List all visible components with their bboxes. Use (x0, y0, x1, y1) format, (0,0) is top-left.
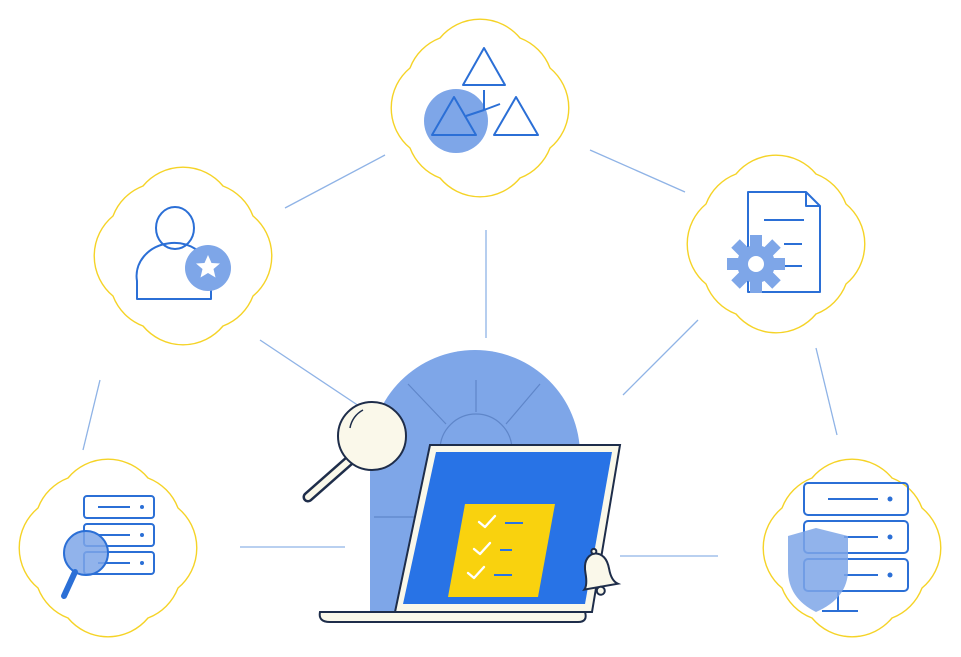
node-user-cloud (93, 166, 273, 346)
connectors (82, 149, 838, 557)
magnifier-icon (302, 401, 407, 503)
node-server-search (18, 458, 198, 638)
server-magnifier-icon (61, 495, 155, 599)
connector-user-laptop (259, 339, 363, 409)
hierarchy-triangles-icon (424, 47, 539, 153)
server-shield-icon (788, 482, 909, 612)
connector-document-serversecurity (815, 347, 838, 436)
user-star-icon (135, 206, 231, 300)
check-mark-2 (472, 541, 492, 556)
connector-user-serversearch (82, 379, 101, 451)
checklist (448, 504, 555, 597)
bell-icon (582, 547, 622, 596)
connector-document-laptop (622, 319, 699, 396)
check-mark-3 (466, 565, 486, 580)
node-document-settings (686, 154, 866, 334)
node-server-security (762, 458, 942, 638)
laptop-base (318, 611, 587, 623)
center-laptop (302, 350, 622, 623)
connector-hierarchy-document (589, 149, 686, 193)
check-mark-1 (477, 514, 497, 529)
node-user (93, 166, 273, 346)
dome-lines (374, 380, 541, 518)
connector-user-hierarchy (284, 154, 386, 209)
node-hierarchy (390, 18, 570, 198)
